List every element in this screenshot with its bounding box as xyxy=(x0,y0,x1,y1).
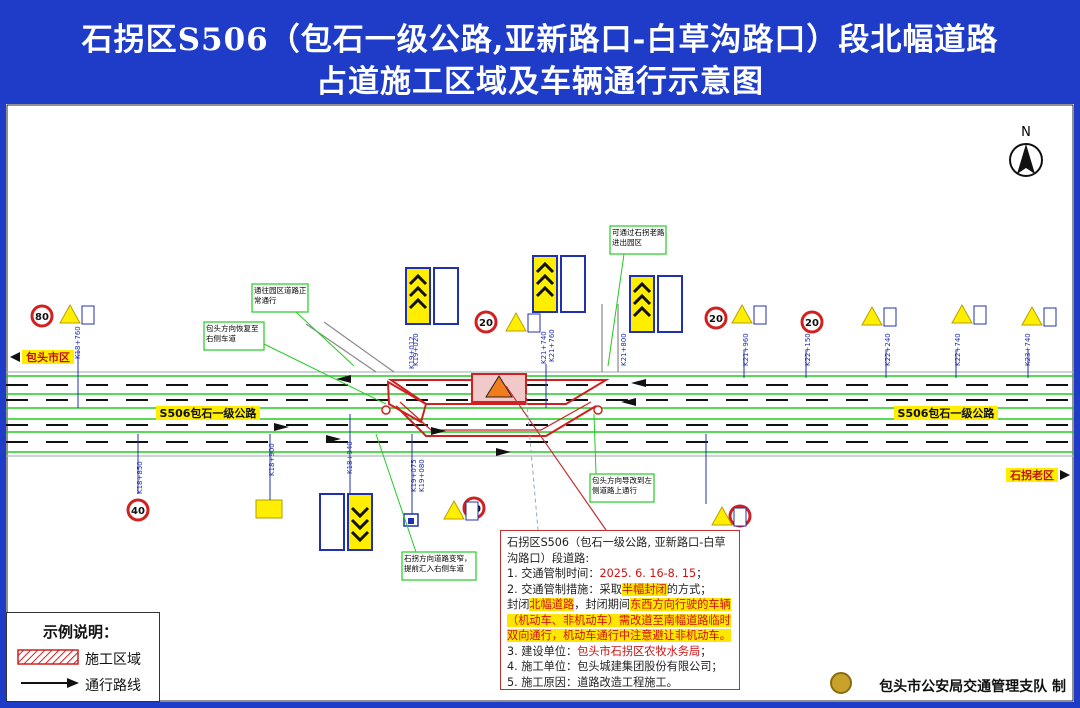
stake-label: K19+020 xyxy=(412,333,420,366)
note-3-text: 可通过石拐老路进出园区 xyxy=(612,228,665,247)
stake-label: K21+960 xyxy=(742,333,750,366)
guide-sign-4 xyxy=(319,493,373,551)
stake-label: K22+740 xyxy=(954,333,962,366)
info-item5: 5. 施工原因：道路改造工程施工。 xyxy=(507,675,678,689)
warning-sign xyxy=(1021,305,1057,327)
info-close-road: 北幅道路 xyxy=(529,598,575,611)
info-item3-end: ； xyxy=(700,644,712,658)
info-item1-value: 2025. 6. 16-8. 15 xyxy=(599,567,697,580)
note-5-text: 石拐方向道路变窄，提前汇入右侧车道 xyxy=(404,554,472,573)
speed-limit-value: 20 xyxy=(805,318,819,329)
info-item2-method: 半幅封闭 xyxy=(621,582,667,596)
guide-sign-1 xyxy=(405,267,459,325)
stake-label: K18+850 xyxy=(136,461,144,494)
warning-sign xyxy=(59,303,95,325)
info-item2-prefix: 2. 交通管制措施：采取 xyxy=(507,582,622,596)
speed-limit-sign: 20 xyxy=(474,310,498,334)
road-label-right: S506包石一级公路 xyxy=(898,406,996,420)
info-item1: 1. 交通管制时间：2025. 6. 16-8. 15； xyxy=(507,566,733,582)
stake-label: K19+075 xyxy=(410,459,418,492)
warning-sign xyxy=(731,303,767,325)
note-4-text: 包头方向导改到左侧道路上通行 xyxy=(592,476,652,495)
stake-label: K19+080 xyxy=(418,459,426,492)
info-item2-detail: 封闭北幅道路，封闭期间东西方向行驶的车辆（机动车、非机动车）需改道至南幅道路临时… xyxy=(507,597,733,644)
stake-label: K19+012 xyxy=(408,336,416,369)
info-close-prefix: 封闭 xyxy=(507,598,530,611)
stake-label: K22+150 xyxy=(804,333,812,366)
speed-limit-sign: 20 xyxy=(800,310,824,334)
diagram-title-line2: 占道施工区域及车辆通行示意图 xyxy=(316,64,764,100)
note-2-text: 包头方向恢复至右侧车道 xyxy=(206,324,259,343)
footer-credit: 包头市公安局交通管理支队 制 xyxy=(879,679,1066,695)
note-box-2 xyxy=(203,321,265,351)
stake-label: K23+740 xyxy=(1024,333,1032,366)
warning-sign xyxy=(505,311,541,333)
info-box: 石拐区S506（包石一级公路, 亚新路口-白草沟路口）段道路: 1. 交通管制时… xyxy=(500,530,740,690)
warning-sign xyxy=(711,505,747,527)
north-arrow-icon: N xyxy=(1009,125,1043,177)
work-zone-legend-icon xyxy=(17,649,79,665)
speed-limit-value: 20 xyxy=(479,318,493,329)
legend-route: 通行路线 xyxy=(85,678,141,694)
stake-label: K21+760 xyxy=(548,329,556,362)
sign-poles xyxy=(77,350,1029,516)
legend-work-zone: 施工区域 xyxy=(85,652,141,668)
east-destination: 石拐老区 xyxy=(1006,468,1070,482)
note-1-text: 通往园区道路正常通行 xyxy=(254,286,307,305)
info-item1-label: 1. 交通管制时间： xyxy=(507,567,600,580)
road-label-left: S506包石一级公路 xyxy=(160,406,258,420)
warning-signs xyxy=(59,303,1057,527)
info-item3-label: 3. 建设单位： xyxy=(507,644,578,658)
road-diagram: N xyxy=(6,104,1074,702)
stake-label: K22+240 xyxy=(884,333,892,366)
route-arrow-icon xyxy=(21,678,79,688)
info-heading: 石拐区S506（包石一级公路, 亚新路口-白草沟路口）段道路: xyxy=(507,536,726,565)
police-emblem-icon xyxy=(830,672,852,694)
legend-title: 示例说明： xyxy=(43,623,119,641)
traffic-arrows xyxy=(274,375,646,456)
note-box-3 xyxy=(609,225,667,255)
note-box-4 xyxy=(589,473,655,503)
note-box-1 xyxy=(251,283,309,313)
west-destination: 包头市区 xyxy=(10,350,74,364)
stake-label: K21+800 xyxy=(620,333,628,366)
leader-lines xyxy=(263,253,625,553)
dest-west-label: 包头市区 xyxy=(25,350,70,364)
compass-label: N xyxy=(1021,125,1031,140)
warning-sign xyxy=(861,305,897,327)
stake-label: K18+900 xyxy=(268,443,276,476)
small-yellow-sign xyxy=(255,499,283,519)
speed-limit-sign: 20 xyxy=(704,306,728,330)
stake-labels: K18+760K18+850K18+900K18+940K19+012K19+0… xyxy=(74,326,1032,494)
info-close-mid: ，封闭期间 xyxy=(574,598,631,611)
speed-limit-sign: 80 xyxy=(30,304,54,328)
info-item3: 3. 建设单位：包头市石拐区农牧水务局； xyxy=(507,644,733,660)
dest-east-label: 石拐老区 xyxy=(1009,468,1054,482)
warning-sign xyxy=(951,303,987,325)
info-item3-value: 包头市石拐区农牧水务局 xyxy=(577,644,701,658)
work-zone xyxy=(381,373,610,437)
diagram-title-line1: 石拐区S506（包石一级公路,亚新路口-白草沟路口）段北幅道路 xyxy=(81,22,999,58)
legend: 示例说明： 施工区域 通行路线 xyxy=(6,612,160,702)
speed-limit-signs: 80202020406020 xyxy=(30,304,824,528)
info-item2: 2. 交通管制措施：采取半幅封闭的方式； xyxy=(507,582,733,598)
speed-limit-value: 80 xyxy=(35,312,49,323)
info-item2-suffix: 的方式； xyxy=(666,582,712,596)
guide-sign-3 xyxy=(629,275,683,333)
dashed-lanes xyxy=(6,384,1074,443)
stake-label: K21+740 xyxy=(540,331,548,364)
guide-sign-2 xyxy=(532,255,586,313)
stake-label: K18+760 xyxy=(74,326,82,359)
info-item4: 4. 施工单位：包头城建集团股份有限公司； xyxy=(507,660,723,673)
speed-limit-sign: 40 xyxy=(126,498,150,522)
warning-sign xyxy=(443,499,479,521)
speed-limit-value: 20 xyxy=(709,314,723,325)
info-item1-end: ； xyxy=(696,567,708,580)
note-box-5 xyxy=(401,551,477,581)
speed-limit-value: 40 xyxy=(131,506,145,517)
